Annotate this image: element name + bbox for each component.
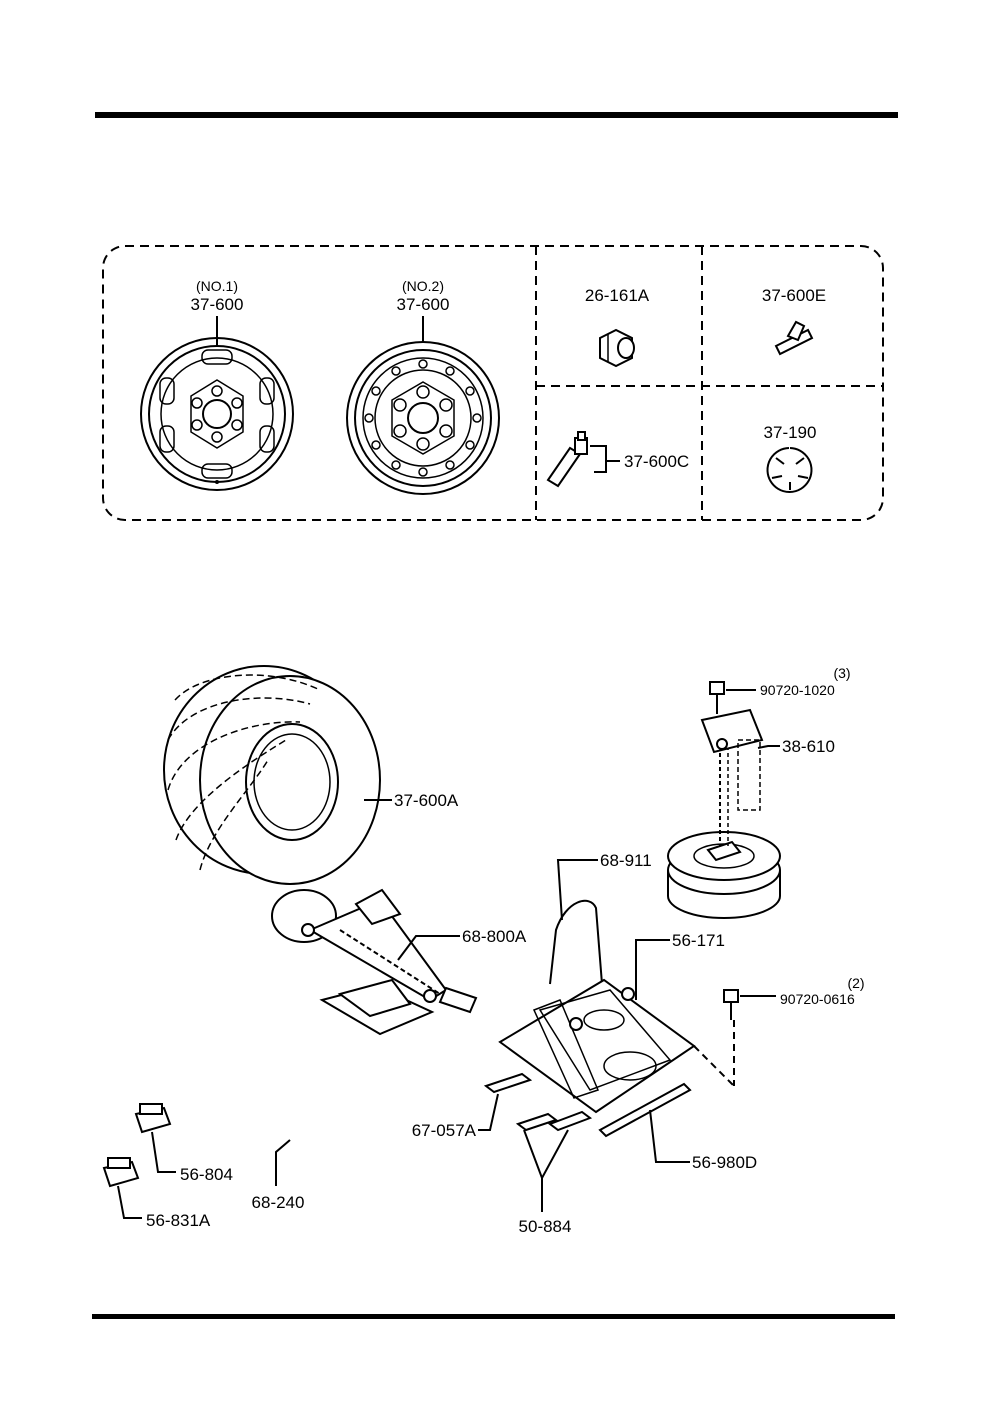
storage-tray: [498, 978, 735, 1114]
tray-part-number: 56-171: [672, 931, 725, 950]
leader-clip-a: [151, 1131, 176, 1173]
leader-tray: [635, 939, 670, 1000]
bolt-top-part-number: 90720-1020: [760, 682, 835, 698]
leader-pad-right: [649, 1109, 690, 1163]
bolt-right-part-number: 90720-0616: [780, 991, 855, 1007]
valve-part-number: 37-600C: [624, 452, 689, 471]
bolt-right-qty: (2): [847, 975, 864, 991]
wheel2-part-number: 37-600: [397, 295, 450, 314]
clip-a-part-number: 56-804: [180, 1165, 233, 1184]
tire-valve: [546, 431, 607, 488]
jack-part-number: 68-800A: [462, 927, 527, 946]
leader-carrier: [757, 745, 780, 749]
pads-mid-part-number: 50-884: [519, 1217, 572, 1236]
tire-part-number: 37-600A: [394, 791, 459, 810]
clip-a: [134, 1103, 172, 1134]
bottom-rule: [92, 1314, 895, 1319]
leader-strap: [556, 859, 598, 921]
pad-right-part-number: 56-980D: [692, 1153, 757, 1172]
bolt-top-qty: (3): [833, 665, 850, 681]
clip-b: [102, 1157, 140, 1188]
wheel1-qty: (NO.1): [196, 278, 238, 294]
wheel2-qty: (NO.2): [402, 278, 444, 294]
leader-pads-mid: [523, 1129, 569, 1181]
pad-left-part-number: 67-057A: [412, 1121, 477, 1140]
bolt-right: [723, 989, 739, 1086]
pad-left: [483, 1072, 533, 1094]
balance-weight: [774, 320, 814, 356]
pad-mid-a: [515, 1112, 559, 1132]
steel-wheel-no1: [140, 337, 294, 491]
scissor-jack: [271, 888, 478, 1036]
steel-wheel-no2: [346, 341, 500, 495]
center-cap: [766, 447, 813, 493]
pad-right: [598, 1082, 692, 1138]
handle-part-number: 68-240: [252, 1193, 305, 1212]
jack-handle: [138, 958, 442, 1222]
clip-b-part-number: 56-831A: [146, 1211, 211, 1230]
leader-pad-left: [478, 1093, 499, 1131]
leader-jack: [397, 935, 460, 961]
pad-mid-b: [547, 1110, 593, 1132]
bolt-top: [709, 681, 725, 714]
wheel-parts-box: [102, 245, 884, 521]
lug-nut-part-number: 26-161A: [585, 286, 650, 305]
carrier-part-number: 38-610: [782, 737, 835, 756]
leader-clip-b: [117, 1185, 142, 1219]
balance-weight-part-number: 37-600E: [762, 286, 826, 305]
top-rule: [95, 112, 898, 118]
spare-tire-carrier: [667, 708, 781, 919]
center-cap-part-number: 37-190: [764, 423, 817, 442]
leader-handle: [275, 1139, 291, 1186]
spare-tire: [163, 665, 381, 885]
strap: [549, 899, 603, 985]
strap-part-number: 68-911: [600, 851, 652, 870]
lug-nut: [599, 328, 635, 368]
wheel1-part-number: 37-600: [191, 295, 244, 314]
